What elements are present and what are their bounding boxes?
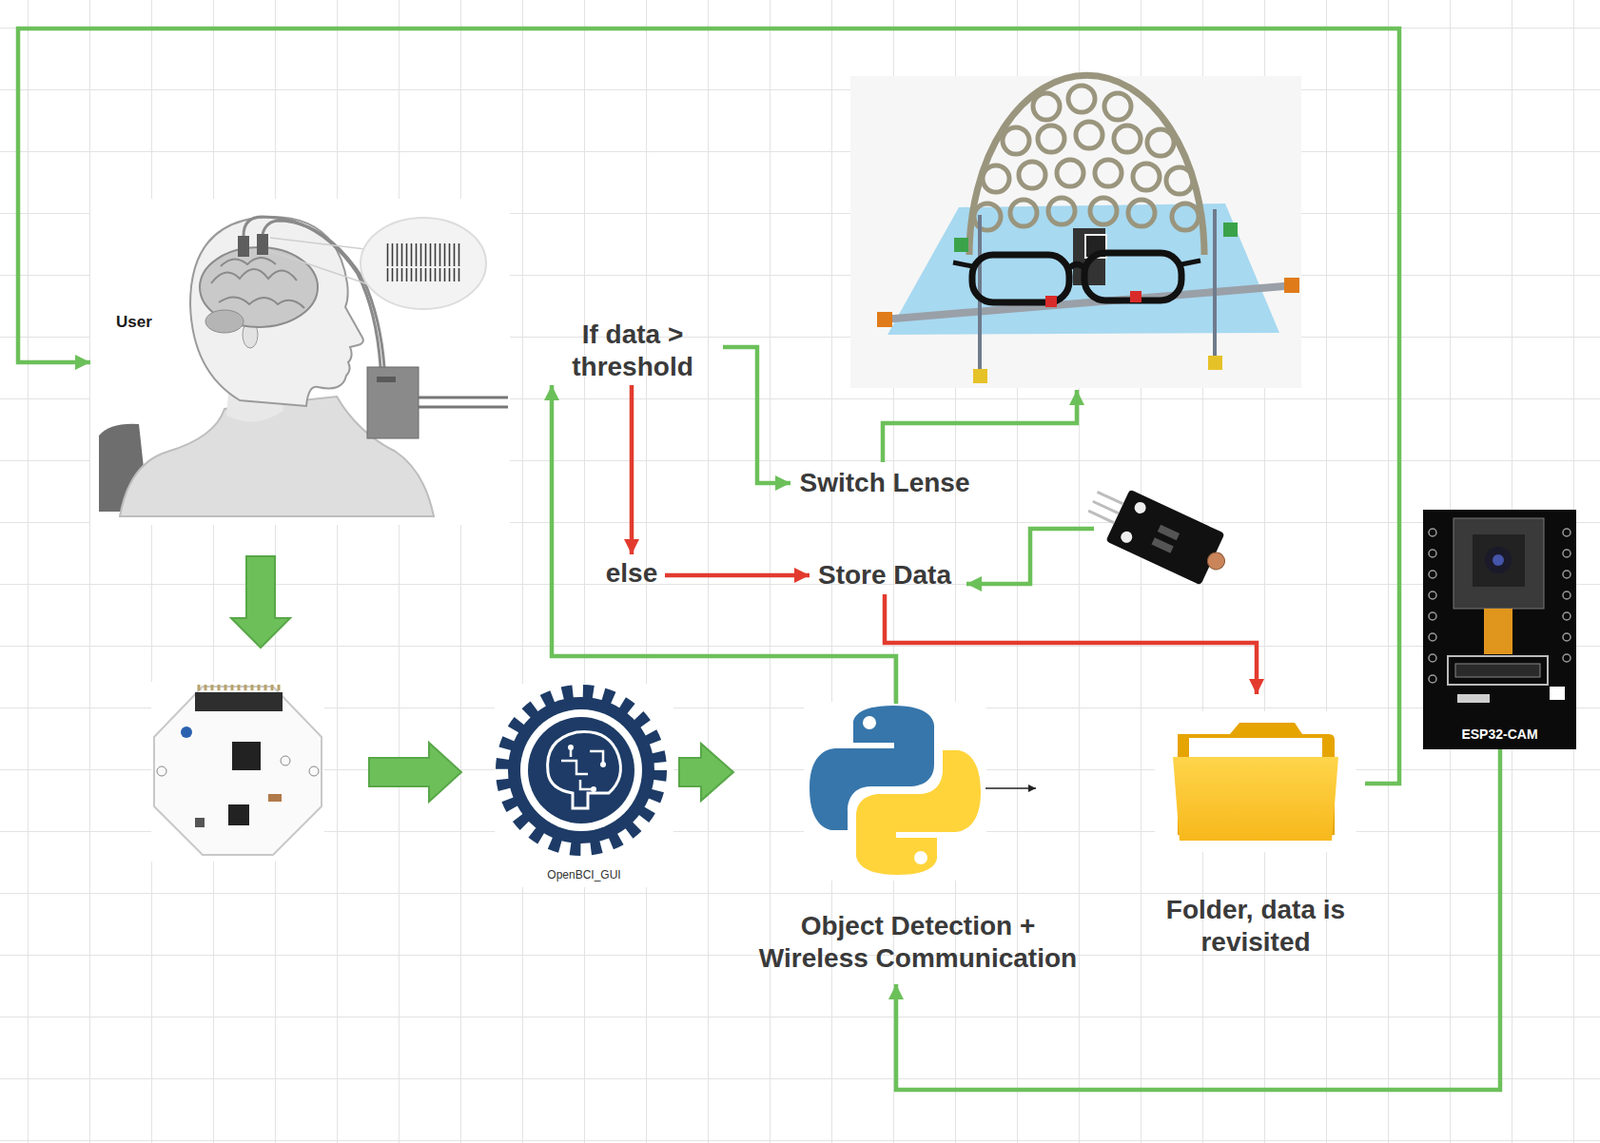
node-label: Switch Lense bbox=[794, 467, 976, 500]
node-label: OpenBCI_GUI bbox=[498, 868, 670, 882]
actuation-line bbox=[882, 390, 1077, 463]
connector bbox=[664, 573, 810, 579]
python-node: Object Detection + Wireless Communicatio… bbox=[737, 703, 1099, 985]
openbci-gui-logo bbox=[494, 683, 674, 888]
node-label: else bbox=[602, 557, 662, 590]
openbci-board bbox=[151, 682, 325, 862]
process-text: Switch Lense bbox=[790, 464, 979, 503]
connector bbox=[679, 743, 734, 801]
esp32-cam-node: ESP32-CAM bbox=[1423, 509, 1577, 750]
python-logo bbox=[803, 702, 1036, 881]
esp32-cam-board bbox=[1423, 509, 1577, 750]
node-label: Folder, data is revisited bbox=[1151, 894, 1361, 958]
connector bbox=[18, 28, 1400, 784]
folder-node: Folder, data is revisited bbox=[1146, 694, 1366, 971]
node-label: If data > threshold bbox=[551, 318, 714, 383]
folder-icon bbox=[1154, 711, 1357, 853]
process-text: Store Data bbox=[809, 556, 960, 595]
user-node: User bbox=[90, 198, 510, 526]
photoresistor-module bbox=[966, 477, 1236, 591]
smart-glasses-model bbox=[850, 75, 1302, 389]
connector bbox=[722, 347, 791, 484]
else-text: else bbox=[598, 554, 665, 593]
connector bbox=[884, 594, 1257, 695]
user-illustration bbox=[90, 198, 510, 526]
connector bbox=[551, 385, 897, 704]
gui-node: OpenBCI_GUI bbox=[494, 683, 674, 888]
node-label: Store Data bbox=[813, 559, 957, 592]
connector bbox=[629, 385, 635, 555]
node-label: Object Detection + Wireless Communicatio… bbox=[748, 910, 1088, 975]
decision-text: If data > threshold bbox=[542, 316, 723, 386]
node-label: ESP32-CAM bbox=[1426, 726, 1573, 743]
node-label: User bbox=[116, 312, 501, 332]
